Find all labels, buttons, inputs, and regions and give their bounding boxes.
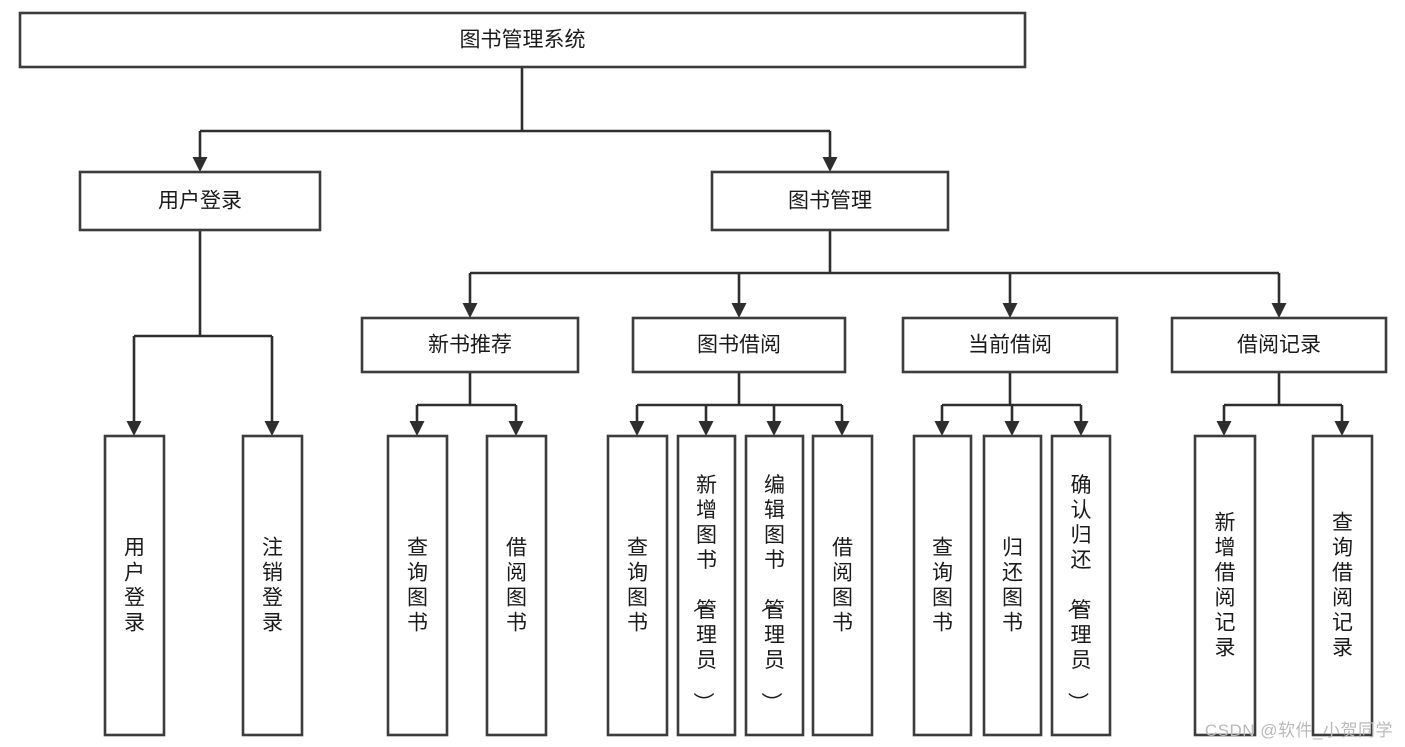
node-box-leaf-add-book[interactable] [676, 434, 737, 737]
node-label-leaf-query-book-brw: 查询图书 [627, 537, 648, 635]
node-leaf-borrow-book-rec[interactable]: 借阅图书 [485, 434, 548, 737]
connector-conn-book-borrow [629, 372, 850, 436]
arrow-head-icon [1216, 421, 1232, 436]
node-leaf-add-book[interactable]: 新增图书（管理员） [676, 434, 737, 737]
arrow-head-icon [698, 421, 714, 436]
node-book-manage[interactable]: 图书管理 [710, 170, 950, 232]
node-box-leaf-logout[interactable] [241, 434, 304, 737]
node-current-borrow[interactable]: 当前借阅 [901, 316, 1119, 374]
node-box-leaf-query-record[interactable] [1311, 434, 1374, 737]
arrow-head-icon [1271, 303, 1287, 318]
node-label-leaf-borrow-book-brw: 借阅图书 [832, 537, 853, 635]
node-box-user-login[interactable] [78, 170, 322, 232]
arrow-head-icon [1002, 303, 1018, 318]
node-label-leaf-edit-book: 编辑图书（管理员） [759, 474, 785, 713]
node-root[interactable]: 图书管理系统 [18, 11, 1027, 69]
node-box-leaf-borrow-book-brw[interactable] [811, 434, 874, 737]
node-box-leaf-query-book-cur[interactable] [912, 434, 973, 737]
node-box-book-manage[interactable] [710, 170, 950, 232]
node-box-leaf-add-record[interactable] [1193, 434, 1257, 737]
node-label-leaf-logout: 注销登录 [262, 537, 283, 635]
node-label-leaf-add-book: 新增图书（管理员） [691, 474, 717, 713]
node-box-new-book-recommend[interactable] [360, 316, 580, 374]
arrow-head-icon [731, 303, 747, 318]
node-label-leaf-user-login: 用户登录 [124, 537, 145, 635]
node-leaf-return-book[interactable]: 归还图书 [982, 434, 1043, 737]
node-label-book-borrow: 图书借阅 [697, 334, 781, 357]
node-label-borrow-record: 借阅记录 [1237, 334, 1321, 357]
node-box-borrow-record[interactable] [1170, 316, 1388, 374]
node-label-root: 图书管理系统 [460, 29, 586, 52]
node-box-leaf-query-book-brw[interactable] [606, 434, 669, 737]
node-label-leaf-query-record: 查询借阅记录 [1332, 512, 1353, 660]
node-label-leaf-query-book-rec: 查询图书 [407, 537, 428, 635]
node-label-leaf-confirm-return: 确认归还（管理员） [1066, 474, 1092, 713]
node-user-login[interactable]: 用户登录 [78, 170, 322, 232]
arrow-head-icon [462, 303, 478, 318]
node-box-leaf-query-book-rec[interactable] [386, 434, 449, 737]
node-leaf-borrow-book-brw[interactable]: 借阅图书 [811, 434, 874, 737]
connector-conn-new-book [409, 372, 524, 436]
node-leaf-edit-book[interactable]: 编辑图书（管理员） [744, 434, 805, 737]
node-label-leaf-return-book: 归还图书 [1002, 537, 1023, 635]
arrow-head-icon [192, 157, 208, 172]
node-box-leaf-user-login[interactable] [103, 434, 166, 737]
node-leaf-confirm-return[interactable]: 确认归还（管理员） [1050, 434, 1112, 737]
connector-conn-book-manage [462, 230, 1287, 318]
node-box-leaf-return-book[interactable] [982, 434, 1043, 737]
connector-conn-borrow-record [1216, 372, 1350, 436]
node-box-book-borrow[interactable] [631, 316, 847, 374]
arrow-head-icon [822, 157, 838, 172]
node-new-book-recommend[interactable]: 新书推荐 [360, 316, 580, 374]
arrow-head-icon [629, 421, 645, 436]
node-label-leaf-query-book-cur: 查询图书 [932, 537, 953, 635]
node-label-new-book-recommend: 新书推荐 [428, 334, 512, 357]
arrow-head-icon [934, 421, 950, 436]
node-label-current-borrow: 当前借阅 [968, 334, 1052, 357]
arrow-head-icon [264, 421, 280, 436]
arrow-head-icon [1073, 421, 1089, 436]
arrow-head-icon [834, 421, 850, 436]
connector-conn-user-login [126, 230, 280, 436]
node-book-borrow[interactable]: 图书借阅 [631, 316, 847, 374]
node-leaf-user-login[interactable]: 用户登录 [103, 434, 166, 737]
node-box-leaf-confirm-return[interactable] [1050, 434, 1112, 737]
node-label-leaf-borrow-book-rec: 借阅图书 [506, 537, 527, 635]
node-box-leaf-borrow-book-rec[interactable] [485, 434, 548, 737]
connector-conn-current-borrow [934, 372, 1089, 436]
node-label-book-manage: 图书管理 [788, 190, 872, 213]
node-box-root[interactable] [18, 11, 1027, 69]
node-box-current-borrow[interactable] [901, 316, 1119, 374]
node-borrow-record[interactable]: 借阅记录 [1170, 316, 1388, 374]
arrow-head-icon [409, 421, 425, 436]
node-label-user-login: 用户登录 [158, 190, 242, 213]
node-leaf-add-record[interactable]: 新增借阅记录 [1193, 434, 1257, 737]
arrow-head-icon [1004, 421, 1020, 436]
node-leaf-query-book-rec[interactable]: 查询图书 [386, 434, 449, 737]
arrow-head-icon [508, 421, 524, 436]
node-leaf-query-book-brw[interactable]: 查询图书 [606, 434, 669, 737]
connectors-layer [126, 67, 1350, 436]
arrow-head-icon [1334, 421, 1350, 436]
arrow-head-icon [126, 421, 142, 436]
node-box-leaf-edit-book[interactable] [744, 434, 805, 737]
arrow-head-icon [766, 421, 782, 436]
node-leaf-query-book-cur[interactable]: 查询图书 [912, 434, 973, 737]
node-leaf-logout[interactable]: 注销登录 [241, 434, 304, 737]
node-leaf-query-record[interactable]: 查询借阅记录 [1311, 434, 1374, 737]
node-label-leaf-add-record: 新增借阅记录 [1215, 512, 1236, 660]
connector-conn-root [192, 67, 838, 172]
nodes-layer: 图书管理系统用户登录图书管理新书推荐图书借阅当前借阅借阅记录用户登录注销登录查询… [18, 11, 1388, 737]
